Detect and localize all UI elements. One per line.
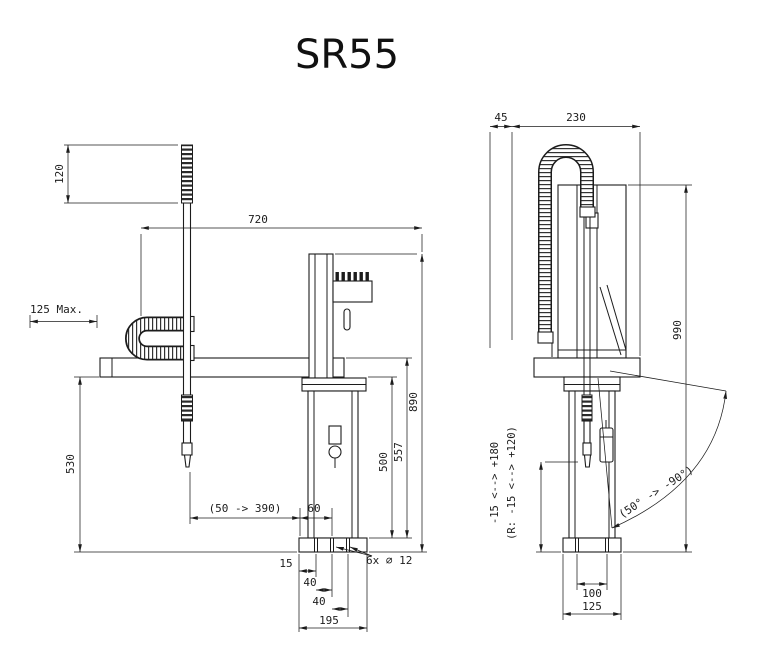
front-column xyxy=(308,253,334,379)
front-spline-shaft xyxy=(181,144,193,468)
r-rotation-label: (R: -15 <--> +120) xyxy=(506,426,518,540)
dim-500: 500 xyxy=(368,376,412,539)
drawing-title: SR55 xyxy=(295,32,399,78)
dim-720-label: 720 xyxy=(248,213,268,226)
rotation-annotation: -15 <--> +180 (R: -15 <--> +120) xyxy=(489,426,578,553)
dim-120: 120 xyxy=(53,144,178,204)
dim-base-stack: 15 40 40 195 xyxy=(279,554,368,632)
front-view xyxy=(99,144,373,553)
dim-557: 557 xyxy=(346,357,412,539)
dim-890: 890 xyxy=(335,253,427,553)
holes-note-label: 6x ∅ 12 xyxy=(366,554,412,567)
front-base-column xyxy=(307,390,359,539)
dim-530: 530 xyxy=(64,376,297,553)
side-spline-shaft xyxy=(581,205,593,468)
dim-100-125: 100 125 xyxy=(562,554,622,620)
z-rotation-label: -15 <--> +180 xyxy=(489,442,501,524)
holes-callout: 6x ∅ 12 xyxy=(335,546,412,567)
front-body xyxy=(298,253,373,553)
dim-60-label: 60 xyxy=(307,502,320,515)
dim-230-label: 230 xyxy=(566,111,586,124)
dim-100-label: 100 xyxy=(582,587,602,600)
dim-40b-label: 40 xyxy=(312,595,325,608)
dim-stroke-range-label: (50 -> 390) xyxy=(209,502,282,515)
tilt-range-fan: (50° -> -90°) xyxy=(597,370,728,529)
front-arm xyxy=(99,357,345,378)
dim-530-label: 530 xyxy=(64,454,77,474)
front-tool-tip xyxy=(183,454,192,468)
side-arm xyxy=(533,357,641,378)
side-tool-tip xyxy=(583,454,592,468)
front-dimensions: 120 720 125 Max. 530 500 xyxy=(29,144,427,632)
front-connector-block xyxy=(332,280,373,303)
front-slot xyxy=(343,308,351,331)
dim-125-max: 125 Max. xyxy=(29,303,98,328)
dim-720: 720 xyxy=(140,213,423,316)
dim-stroke-range: (50 -> 390) 60 xyxy=(189,472,333,536)
side-base-plate xyxy=(562,537,622,553)
side-bellows xyxy=(581,394,593,422)
dim-45-230: 45 230 xyxy=(489,111,641,356)
dim-500-label: 500 xyxy=(377,452,390,472)
dim-990-label: 990 xyxy=(671,320,684,340)
dim-120-label: 120 xyxy=(53,164,66,184)
front-air-fitting xyxy=(328,425,342,468)
dim-557-label: 557 xyxy=(392,442,405,462)
dim-125-label: 125 xyxy=(582,600,602,613)
dim-40a-label: 40 xyxy=(303,576,316,589)
dim-125max-label: 125 Max. xyxy=(30,303,83,316)
dim-890-label: 890 xyxy=(407,392,420,412)
dim-45-label: 45 xyxy=(494,111,507,124)
side-cable-carrier xyxy=(537,144,596,357)
dim-15-label: 15 xyxy=(279,557,292,570)
dim-195-label: 195 xyxy=(319,614,339,627)
front-spline-top xyxy=(181,144,193,204)
side-view xyxy=(533,144,641,553)
front-bellows xyxy=(181,394,193,422)
tilt-range-label: (50° -> -90°) xyxy=(616,463,695,521)
